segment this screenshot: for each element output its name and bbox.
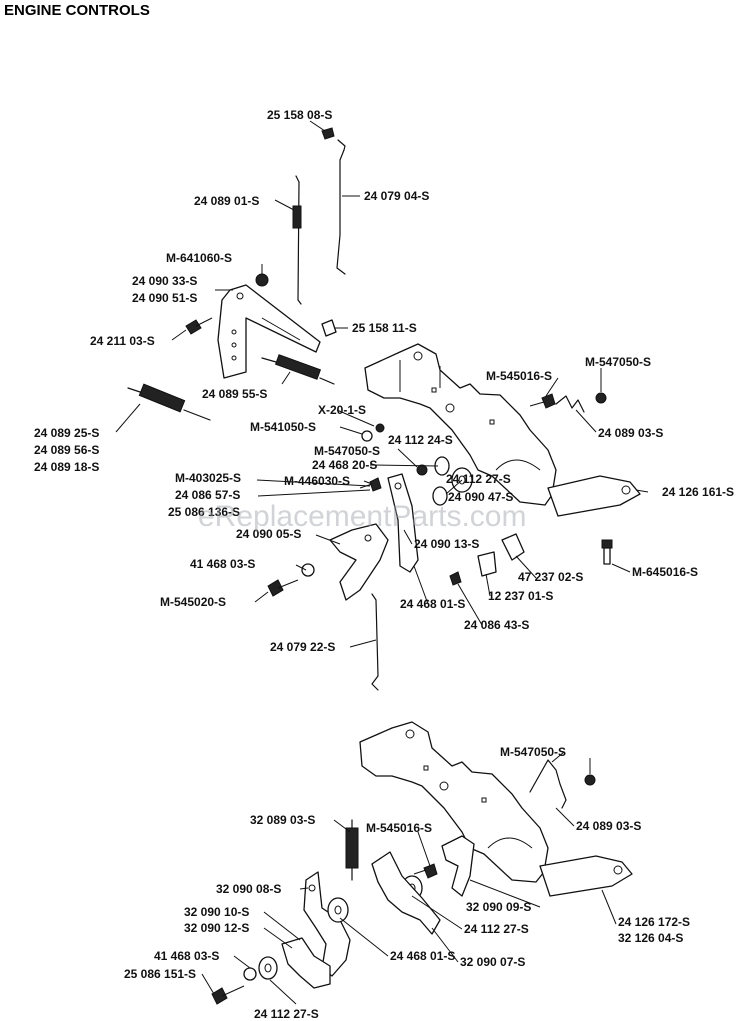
spring-rod-24-089-01 bbox=[292, 175, 302, 305]
spring-24-089-25 bbox=[127, 383, 211, 421]
part-label: 32 090 10-S bbox=[184, 905, 249, 919]
part-label: M-545020-S bbox=[160, 595, 226, 609]
spring-24-089-03-lower bbox=[529, 759, 567, 809]
part-label: 24 090 51-S bbox=[132, 291, 197, 305]
nut-x-20-1 bbox=[375, 423, 385, 433]
spring-32-089-03 bbox=[345, 819, 359, 881]
part-label: M-547050-S bbox=[585, 355, 651, 369]
part-label: 32 090 08-S bbox=[216, 882, 281, 896]
part-label: 24 126 161-S bbox=[662, 485, 734, 499]
washer-24-090-47 bbox=[432, 486, 448, 506]
part-label: 24 079 04-S bbox=[364, 189, 429, 203]
washer-41-468-03-lower bbox=[243, 967, 257, 981]
part-label: M-403025-S bbox=[175, 471, 241, 485]
part-label: 24 090 05-S bbox=[236, 527, 301, 541]
lever-24-090-05 bbox=[329, 523, 389, 601]
part-label: 24 089 18-S bbox=[34, 460, 99, 474]
part-label: 24 112 24-S bbox=[388, 433, 453, 447]
upper-assembly bbox=[127, 127, 641, 691]
part-label: 24 089 56-S bbox=[34, 443, 99, 457]
bolt-m-645016 bbox=[601, 539, 613, 565]
part-label: 24 089 03-S bbox=[576, 819, 641, 833]
part-label: 32 126 04-S bbox=[618, 931, 683, 945]
part-label: 41 468 03-S bbox=[190, 557, 255, 571]
screw-m-545016-lower bbox=[413, 863, 438, 879]
part-label: 24 468 01-S bbox=[400, 597, 465, 611]
screw-m-403025 bbox=[359, 477, 382, 492]
lower-assembly bbox=[211, 721, 633, 1005]
spring-24-089-55 bbox=[261, 354, 335, 385]
part-label: 24 126 172-S bbox=[618, 915, 690, 929]
part-label: 24 112 27-S bbox=[464, 922, 529, 936]
bolt-25-086-151 bbox=[211, 985, 245, 1005]
part-label: 25 158 08-S bbox=[267, 108, 332, 122]
part-label: M-547050-S bbox=[314, 444, 380, 458]
clip-25-158-11 bbox=[321, 319, 337, 337]
part-label: X-20-1-S bbox=[318, 403, 366, 417]
spring-24-089-03 bbox=[555, 395, 585, 413]
part-label: M-645016-S bbox=[632, 565, 698, 579]
lower-callouts: M-547050-S 24 089 03-S 32 089 03-S M-545… bbox=[124, 745, 690, 1021]
rod-24-079-22 bbox=[371, 593, 379, 691]
screw-m-545016-upper bbox=[529, 393, 556, 409]
washer-m-541050 bbox=[361, 430, 373, 442]
screw-24-086-43 bbox=[449, 571, 462, 586]
bolt-24-211-03 bbox=[185, 317, 213, 335]
part-label: 24 211 03-S bbox=[90, 334, 155, 348]
part-label: 24 086 43-S bbox=[464, 618, 529, 632]
washer-24-468-01-lower bbox=[327, 897, 349, 923]
rod-24-079-04 bbox=[336, 139, 346, 275]
part-label: 24 112 27-S bbox=[446, 472, 511, 486]
part-label: M-545016-S bbox=[486, 369, 552, 383]
bolt-m-545020 bbox=[267, 579, 299, 597]
part-label: 24 079 22-S bbox=[270, 640, 335, 654]
part-label: M-446030-S bbox=[284, 474, 350, 488]
part-label: 24 090 33-S bbox=[132, 274, 197, 288]
part-label: 32 090 07-S bbox=[460, 955, 525, 969]
plate-24-126-161 bbox=[547, 475, 641, 517]
nut-m-547050-mid bbox=[416, 464, 428, 476]
lever-32-090-08 bbox=[303, 871, 351, 977]
part-label: 47 237 02-S bbox=[518, 570, 583, 584]
part-label: 41 468 03-S bbox=[154, 949, 219, 963]
washer-24-112-27-lower bbox=[258, 956, 278, 980]
part-label: 24 468 01-S bbox=[390, 949, 455, 963]
lever-32-090-10 bbox=[281, 937, 331, 989]
part-label: 32 089 03-S bbox=[250, 813, 315, 827]
clip-12-237-01 bbox=[477, 551, 497, 577]
lever-32-090-09 bbox=[441, 835, 475, 897]
part-label: 24 089 25-S bbox=[34, 426, 99, 440]
washer-41-468-03 bbox=[301, 563, 315, 577]
part-label: 25 086 136-S bbox=[168, 505, 240, 519]
part-label: 24 089 55-S bbox=[202, 387, 267, 401]
part-label: 24 089 03-S bbox=[598, 426, 663, 440]
part-label: 24 089 01-S bbox=[194, 194, 259, 208]
watermark: eReplacementParts.com bbox=[198, 500, 526, 533]
plate-24-126-172 bbox=[539, 855, 633, 897]
part-label: M-641060-S bbox=[166, 251, 232, 265]
nut-m-547050-lower bbox=[584, 774, 596, 786]
lever-plate-24-090-33 bbox=[217, 284, 321, 379]
part-label: M-545016-S bbox=[366, 821, 432, 835]
lever-32-090-07 bbox=[371, 851, 441, 935]
part-label: 24 468 20-S bbox=[312, 458, 377, 472]
part-label: 24 086 57-S bbox=[175, 488, 240, 502]
page-title: ENGINE CONTROLS bbox=[4, 2, 150, 19]
part-label: 24 112 27-S bbox=[254, 1007, 319, 1021]
part-label: M-547050-S bbox=[500, 745, 566, 759]
part-label: 32 090 09-S bbox=[466, 900, 531, 914]
part-label: 12 237 01-S bbox=[488, 589, 553, 603]
part-label: 32 090 12-S bbox=[184, 921, 249, 935]
clip-47-237-02 bbox=[501, 533, 525, 561]
part-label: 24 090 13-S bbox=[414, 537, 479, 551]
part-label: 24 090 47-S bbox=[448, 490, 513, 504]
part-label: 25 086 151-S bbox=[124, 967, 196, 981]
part-label: M-541050-S bbox=[250, 420, 316, 434]
upper-callouts: 25 158 08-S 24 089 01-S 24 079 04-S M-64… bbox=[34, 108, 734, 654]
leader-lines bbox=[115, 120, 649, 1005]
nut-m-547050-upper bbox=[595, 392, 607, 404]
part-label: 25 158 11-S bbox=[352, 321, 417, 335]
